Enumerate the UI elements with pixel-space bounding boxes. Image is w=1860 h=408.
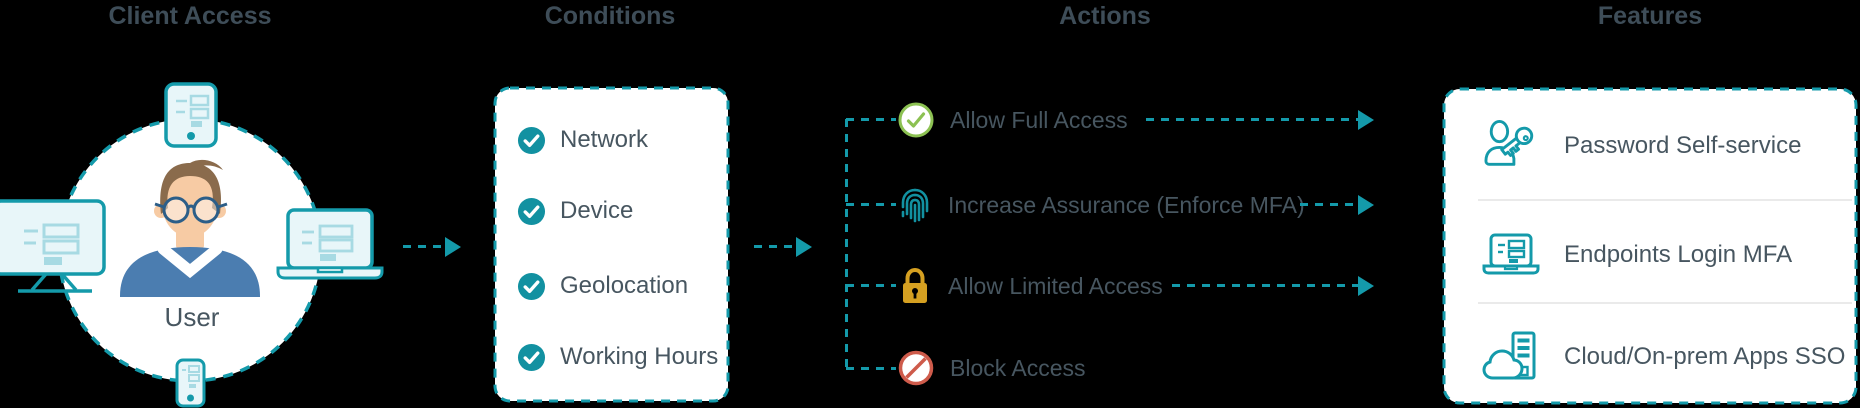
condition-item: Network (517, 122, 648, 158)
actions-branch-line (846, 203, 896, 206)
action-item: Increase Assurance (Enforce MFA) (898, 184, 1305, 226)
features-box-border (1442, 87, 1858, 405)
actions-branch-line (845, 119, 848, 370)
actions-branch-line (846, 284, 896, 287)
actions-title: Actions (1059, 2, 1151, 30)
monitor-icon (0, 199, 106, 293)
fingerprint-icon (901, 188, 929, 223)
check-circle-icon (517, 272, 546, 300)
flow-arrow-line (1146, 118, 1358, 121)
actions-branch-line (846, 367, 896, 370)
feature-item: Cloud/On-prem Apps SSO (1480, 330, 1845, 384)
flow-arrow-head (445, 237, 461, 257)
client-access-title: Client Access (108, 2, 272, 30)
feature-label: Endpoints Login MFA (1564, 241, 1793, 268)
laptop-icon (276, 208, 384, 280)
action-label: Allow Limited Access (948, 272, 1163, 299)
features-title: Features (1597, 2, 1703, 30)
cloud-server-icon (1482, 331, 1536, 380)
block-icon (898, 350, 934, 386)
flow-arrow-line (754, 245, 796, 248)
feature-item: Password Self-service (1480, 119, 1801, 173)
user-label: User (164, 302, 220, 332)
flow-arrow-head (1358, 195, 1374, 215)
action-label: Increase Assurance (Enforce MFA) (948, 191, 1305, 218)
tablet-icon (164, 82, 218, 148)
check-circle-icon (517, 197, 546, 225)
action-label: Block Access (950, 354, 1086, 381)
flow-arrow-head (1358, 276, 1374, 296)
flow-arrow-line (403, 245, 445, 248)
check-circle-icon (517, 126, 546, 154)
check-circle-icon (517, 343, 546, 371)
conditions-box-border (493, 86, 730, 403)
condition-label: Device (560, 197, 634, 224)
features-box: Password Self-service Endpoints Login MF… (1442, 87, 1858, 405)
conditions-title: Conditions (544, 2, 676, 30)
user-avatar-icon (120, 159, 260, 297)
flow-arrow-head (1358, 110, 1374, 130)
password-key-icon (1484, 119, 1534, 166)
flow-arrow-line (1172, 284, 1358, 287)
allow-check-icon (898, 102, 934, 138)
feature-label: Password Self-service (1564, 132, 1802, 159)
conditions-box: Network Device Geolocation Working Hours (493, 86, 730, 403)
condition-item: Device (517, 193, 633, 229)
condition-label: Network (560, 126, 649, 153)
condition-item: Working Hours (517, 339, 718, 375)
action-item: Block Access (898, 347, 1086, 389)
flow-arrow-line (1300, 203, 1358, 206)
action-label: Allow Full Access (950, 106, 1128, 133)
endpoint-laptop-icon (1482, 233, 1540, 275)
condition-label: Working Hours (560, 343, 719, 370)
action-item: Allow Limited Access (898, 265, 1163, 307)
feature-item: Endpoints Login MFA (1480, 228, 1792, 282)
phone-icon (175, 358, 206, 408)
feature-divider (1478, 302, 1852, 304)
actions-branch-line (846, 118, 896, 121)
action-item: Allow Full Access (898, 99, 1128, 141)
feature-divider (1478, 199, 1852, 201)
flow-arrow-head (796, 237, 812, 257)
condition-label: Geolocation (560, 272, 689, 299)
condition-item: Geolocation (517, 268, 688, 304)
padlock-icon (903, 267, 927, 303)
client-access-figure (0, 82, 384, 408)
feature-label: Cloud/On-prem Apps SSO (1564, 343, 1846, 370)
